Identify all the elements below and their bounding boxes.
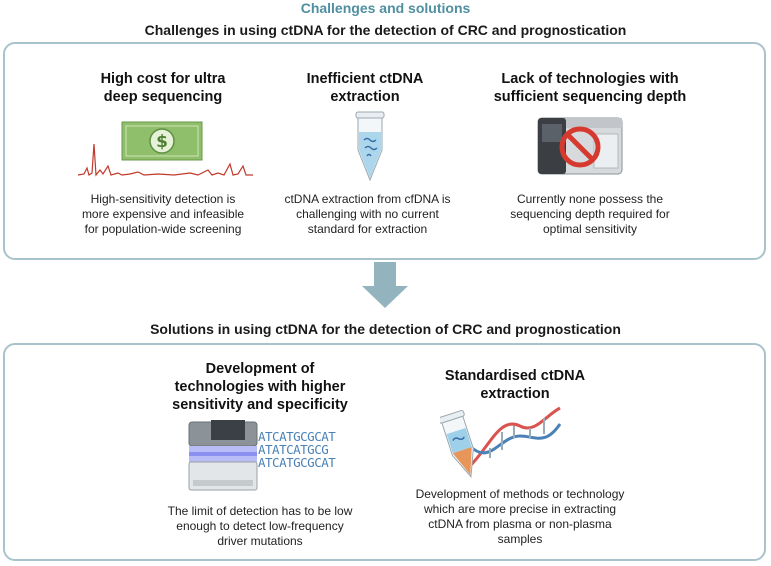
solutions-panel (3, 343, 766, 561)
challenge-3-description: Currently none possess the sequencing de… (510, 192, 670, 236)
challenge-1-title: High cost for ultra deep sequencing (100, 71, 226, 105)
tube-dna-helix-icon (440, 406, 562, 478)
challenge-1-description: High-sensitivity detection is more expen… (81, 192, 245, 236)
sequencer-prohibited-icon (537, 117, 623, 175)
solution-1-description: The limit of detection has to be low eno… (167, 504, 353, 548)
challenges-heading: Challenges in using ctDNA for the detect… (144, 22, 627, 38)
challenge-3-title: Lack of technologies with sufficient seq… (493, 71, 687, 105)
dna-sequence-text: ATCATGCGCAT ATATCATGCG ATCATGCGCAT (258, 429, 336, 470)
down-arrow-icon (362, 262, 408, 308)
svg-text:$: $ (156, 132, 168, 152)
sequencer-icon (188, 420, 258, 491)
challenge-2-title: Inefficient ctDNA extraction (306, 71, 424, 105)
solution-1-title: Development of technologies with higher … (172, 361, 348, 413)
solutions-heading: Solutions in using ctDNA for the detecti… (150, 321, 621, 337)
solution-2-title: Standardised ctDNA extraction (444, 368, 586, 402)
solution-2-description: Development of methods or technology whi… (415, 487, 625, 546)
test-tube-icon (355, 111, 385, 182)
diagram-title: Challenges and solutions (300, 0, 471, 16)
challenge-2-description: ctDNA extraction from cfDNA is challengi… (284, 192, 451, 236)
money-peaks-icon: $ (78, 121, 253, 177)
